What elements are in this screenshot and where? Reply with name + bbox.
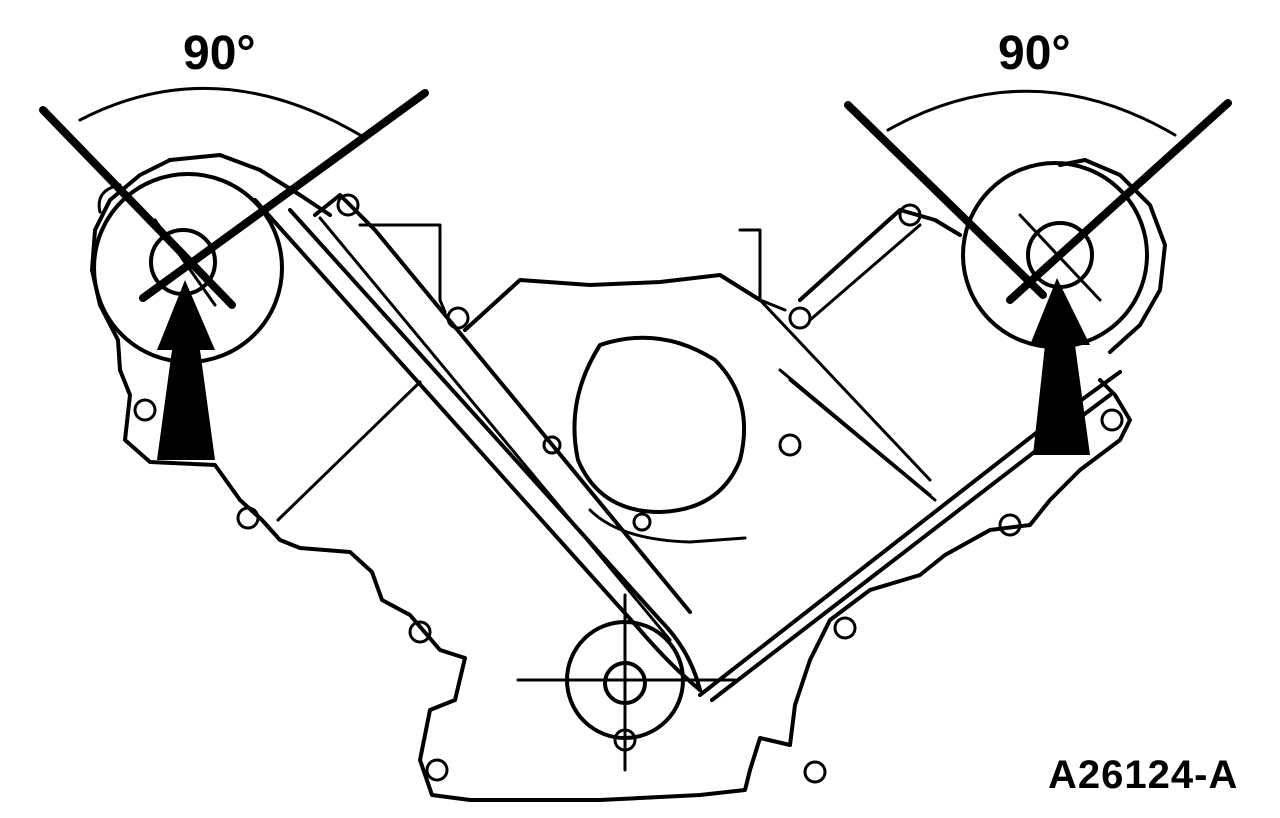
left-chain-guide: [253, 193, 702, 692]
bolt-holes: [133, 193, 1124, 784]
center-opening: [572, 335, 747, 544]
left-angle-indicator: [39, 86, 429, 309]
left-angle-label: 90°: [183, 27, 256, 80]
right-arrow-icon: [1030, 278, 1090, 455]
cover-ribs: [276, 298, 932, 522]
timing-cover-outline: [90, 153, 1167, 802]
left-arrow-icon: [157, 280, 215, 460]
right-angle-label: 90°: [998, 27, 1071, 80]
right-angle-indicator: [844, 89, 1232, 304]
figure-id-label: A26124-A: [1048, 753, 1239, 797]
crankshaft-sprocket: [516, 593, 737, 772]
